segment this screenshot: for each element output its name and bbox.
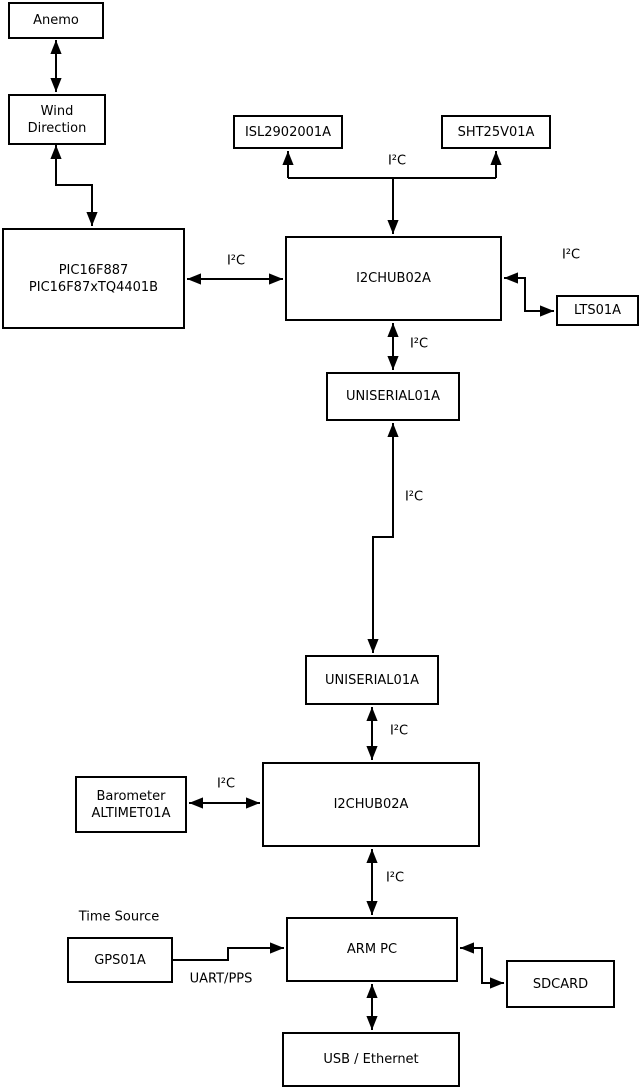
label-i2c-barometer: I²C [216, 776, 236, 792]
node-anemo: Anemo [8, 2, 104, 39]
edge-wind-pic [50, 145, 98, 226]
node-uniserial01a-bottom: UNISERIAL01A [305, 655, 439, 705]
label-uart-pps: UART/PPS [189, 971, 253, 987]
node-i2chub02a-bottom: I2CHUB02A [262, 762, 480, 847]
node-uniserial01a-top: UNISERIAL01A [326, 372, 460, 421]
node-lts01a: LTS01A [556, 295, 639, 326]
node-sht25v01a: SHT25V01A [441, 115, 551, 149]
node-sdcard: SDCARD [506, 960, 615, 1008]
node-barometer-altimet01a: Barometer ALTIMET01A [75, 776, 187, 833]
node-pic16f887: PIC16F887 PIC16F87xTQ4401B [2, 228, 185, 329]
node-usb-ethernet: USB / Ethernet [282, 1032, 460, 1087]
edge-armpc-sdcard [460, 942, 504, 989]
label-i2c-lts: I²C [561, 247, 581, 263]
node-isl2902001a: ISL2902001A [233, 115, 343, 149]
edge-i2chub-top-lts [504, 272, 554, 317]
node-i2chub02a-top: I2CHUB02A [285, 236, 502, 321]
edge-uniserial-top-uniserial-bottom [367, 423, 399, 653]
label-i2c-pic-hub: I²C [226, 253, 246, 269]
node-gps01a: GPS01A [67, 937, 173, 983]
label-i2c-hub-uniserial: I²C [409, 336, 429, 352]
edge-gps-armpc [173, 942, 284, 961]
node-wind-direction: Wind Direction [8, 94, 106, 145]
label-i2c-sensor-bus: I²C [387, 153, 407, 169]
label-time-source: Time Source [78, 909, 160, 925]
label-i2c-uniserial-hub2: I²C [389, 723, 409, 739]
label-i2c-hub2-armpc: I²C [385, 870, 405, 886]
node-arm-pc: ARM PC [286, 917, 458, 982]
label-i2c-uniserial-link: I²C [404, 489, 424, 505]
